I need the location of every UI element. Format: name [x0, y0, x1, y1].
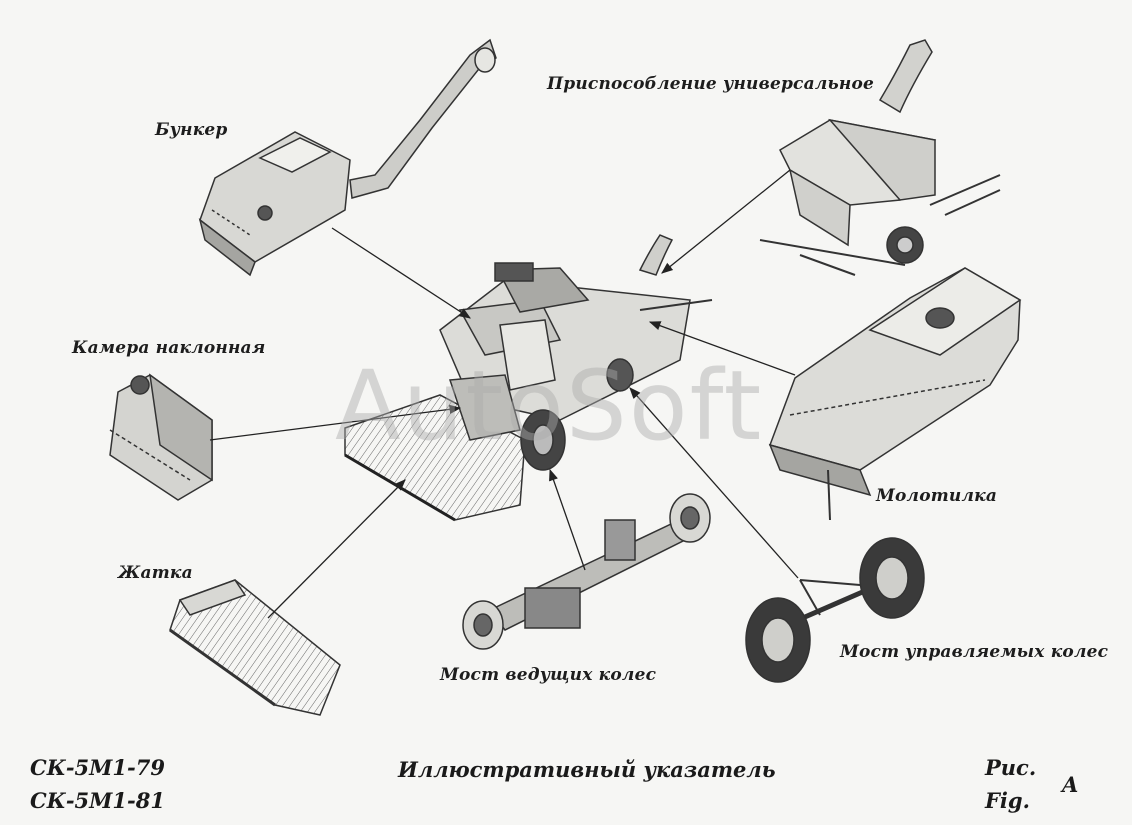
header-drawing	[169, 579, 341, 716]
arrow-header	[267, 479, 406, 619]
arrow-steered-axle	[629, 387, 799, 579]
thresher-drawing	[768, 267, 1022, 521]
label-feeder-house: Камера наклонная	[72, 338, 266, 358]
steered-axle-drawing	[745, 537, 925, 683]
arrow-bunker	[331, 227, 471, 319]
label-drive-axle: Мост ведущих колес	[440, 665, 657, 685]
bunker-drawing	[198, 38, 497, 277]
combine-harvester-drawing	[344, 234, 713, 522]
label-bunker: Бункер	[155, 120, 228, 140]
arrow-drive-axle	[549, 468, 586, 571]
figure-label-en: Fig.	[985, 788, 1030, 813]
label-steered-axle: Мост управляемых колес	[840, 642, 1109, 662]
arrow-thresher	[648, 321, 796, 376]
label-thresher: Молотилка	[876, 486, 998, 506]
page-title: Иллюстративный указатель	[398, 757, 776, 782]
universal-attachment-drawing	[759, 39, 1001, 276]
label-header: Жатка	[118, 563, 193, 583]
arrow-feeder-house	[209, 404, 462, 441]
arrow-universal-attachment	[661, 169, 791, 274]
feeder-house-drawing	[109, 373, 213, 501]
model-code-1: СК-5М1-79	[30, 755, 165, 780]
model-code-2: СК-5М1-81	[30, 788, 165, 813]
drive-axle-drawing	[462, 493, 711, 650]
figure-letter: A	[1062, 772, 1079, 797]
figure-label-ru: Рис.	[985, 755, 1037, 780]
label-universal-attachment: Приспособление универсальное	[547, 74, 875, 94]
leader-arrows	[209, 169, 799, 619]
